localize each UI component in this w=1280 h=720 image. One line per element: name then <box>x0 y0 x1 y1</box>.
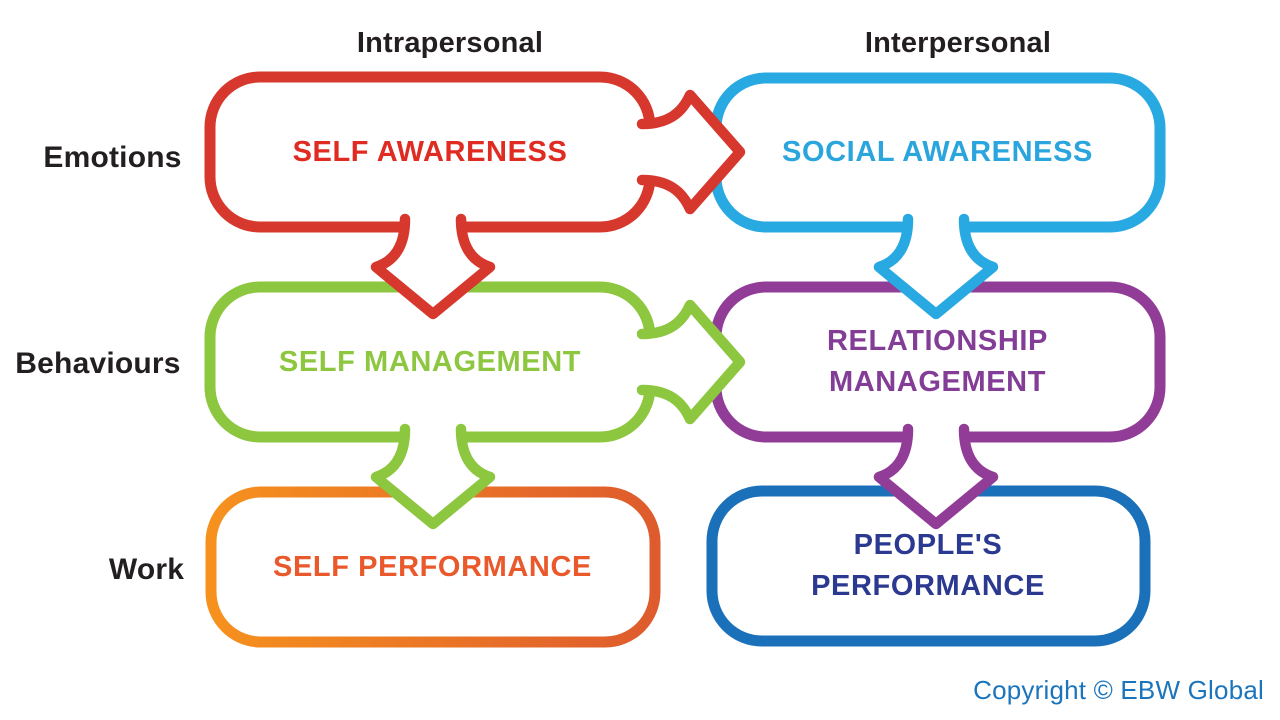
arrow-self-awareness-to-social-awareness-icon <box>636 89 746 215</box>
arrow-relationship-management-to-peoples-performance-icon <box>873 423 999 530</box>
self-performance-label: SELF PERFORMANCE <box>205 487 660 647</box>
arrow-social-awareness-to-relationship-management-icon <box>873 213 999 320</box>
social-awareness-label-text: SOCIAL AWARENESS <box>782 135 1093 168</box>
self-management-label-text: SELF MANAGEMENT <box>278 345 582 378</box>
self-management-label: SELF MANAGEMENT <box>205 282 655 442</box>
relationship-management-label-text: RELATIONSHIP MANAGEMENT <box>827 325 1048 398</box>
row-label-work: Work <box>108 553 185 586</box>
row-label-behaviours: Behaviours <box>15 347 181 380</box>
arrow-self-management-to-relationship-management-icon <box>636 299 746 425</box>
social-awareness-label: SOCIAL AWARENESS <box>710 72 1165 232</box>
self-performance-label-text: SELF PERFORMANCE <box>273 550 592 583</box>
copyright-notice: Copyright © EBW Global <box>973 675 1264 705</box>
row-label-emotions: Emotions <box>43 141 182 174</box>
peoples-performance-label: PEOPLE'S PERFORMANCE <box>706 485 1150 646</box>
relationship-management-label: RELATIONSHIP MANAGEMENT <box>710 282 1165 442</box>
self-awareness-label-text: SELF AWARENESS <box>292 135 568 168</box>
peoples-performance-label-text: PEOPLE'S PERFORMANCE <box>811 528 1045 602</box>
arrow-self-awareness-to-self-management-icon <box>370 213 496 320</box>
self-awareness-label: SELF AWARENESS <box>205 72 655 232</box>
column-header-interpersonal: Interpersonal <box>864 27 1052 59</box>
column-header-intrapersonal: Intrapersonal <box>356 27 544 59</box>
arrow-self-management-to-self-performance-icon <box>370 423 496 530</box>
